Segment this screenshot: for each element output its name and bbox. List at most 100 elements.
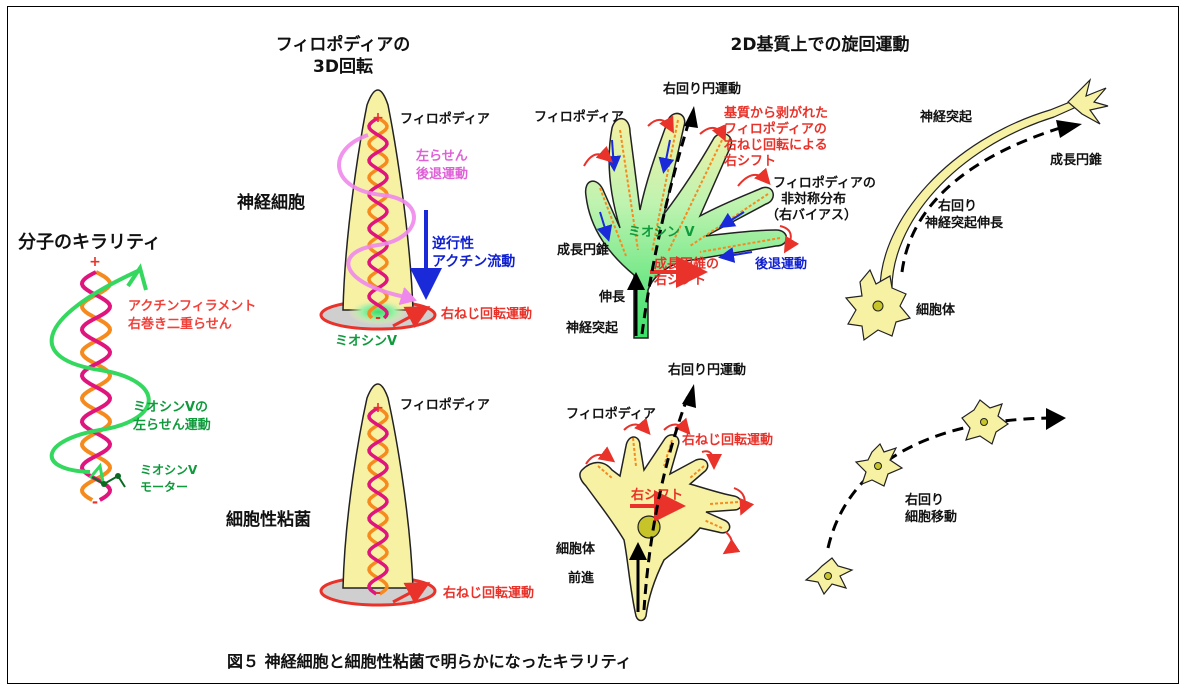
peeled-label-4: 右シフト <box>723 153 776 169</box>
neuron-filopodium <box>319 89 442 331</box>
actin-strand-magenta <box>79 270 113 502</box>
filopodia-3d-heading-2: 3D回転 <box>313 56 373 77</box>
slime-path-arrowhead <box>682 384 696 408</box>
actin-double-helix <box>79 270 113 502</box>
neuron-filopodia-label: フィロポディア <box>400 111 490 127</box>
migration-label-2: 細胞移動 <box>905 509 957 525</box>
slime-rot-arrow-4 <box>701 450 722 470</box>
growth-cone-label: 成長円錐 <box>557 242 609 258</box>
motor-label-2: モーター <box>140 480 188 494</box>
cone-rot-arrow-3 <box>699 123 727 142</box>
cone-retreat-arrow-4 <box>718 211 745 229</box>
cone-actin-2 <box>619 129 639 251</box>
slime-minus-end: - <box>375 585 381 601</box>
asym-label-3: （右バイアス） <box>766 207 857 223</box>
slime-actin-magenta <box>367 406 389 596</box>
slime-nucleus <box>637 515 661 539</box>
actin-label-1: アクチンフィラメント <box>128 299 256 314</box>
myosin-label-2: 左らせん運動 <box>133 417 211 433</box>
neurite-shaft <box>879 97 1084 293</box>
peeled-label-3: 右ねじ回転による <box>723 137 828 153</box>
right-neurite-dashed <box>900 126 1061 273</box>
cone-retreat-arrow-1 <box>596 211 613 242</box>
slime-cell-body <box>579 434 743 622</box>
cone-shift-label-2: 右シフト <box>653 272 706 288</box>
migration-dashed <box>826 416 1051 549</box>
left-helix-retreat-path <box>337 133 416 300</box>
left-helix-label-1: 左らせん <box>416 148 468 164</box>
neuron-screw-label: 右ねじ回転運動 <box>440 306 532 322</box>
cone-retreat-arrow-3 <box>658 139 675 174</box>
figure-frame <box>7 6 1179 684</box>
right-neurite-label: 神経突起 <box>920 109 973 125</box>
cone-retreat-arrow-5 <box>718 247 753 263</box>
right-neurite-arrowhead <box>1056 120 1082 138</box>
neuron-nucleus <box>872 300 884 312</box>
slime-migration <box>804 399 1066 596</box>
myosin-motor-arrowhead <box>88 462 105 483</box>
growth-cone <box>583 106 800 339</box>
slime-right-shift-label: 右シフト <box>630 487 683 503</box>
slime-rot-arrow-5 <box>733 487 755 516</box>
elongation-label: 伸長 <box>598 289 626 305</box>
cone-path-dashed <box>640 117 692 335</box>
asym-label-1: フィロポディアの <box>773 175 876 191</box>
filopodia-3d-heading-1: フィロポディアの <box>276 34 410 55</box>
slime-filopodia-cone-label: フィロポディア <box>566 406 656 422</box>
neuron-actin-magenta <box>367 116 389 320</box>
cone-rot-arrow-2 <box>647 115 674 134</box>
retrograde-label-1: 逆行性 <box>432 235 474 252</box>
myosin-v-label: ミオシンV <box>335 334 397 349</box>
slime-rot-arrow-1 <box>585 446 616 465</box>
slime-screw-label: 右ねじ回転運動 <box>442 585 534 601</box>
actin-label-2: 右巻き二重らせん <box>127 316 232 332</box>
neurite-label: 神経突起 <box>566 320 619 336</box>
slime-path-dashed <box>642 395 690 611</box>
right-growth-cone <box>1067 78 1109 125</box>
cone-myosin-label: ミオシン V <box>628 225 695 240</box>
cone-path-arrowhead <box>684 106 698 128</box>
left-helix-label-2: 後退運動 <box>416 166 468 182</box>
cone-actin-6 <box>699 237 781 253</box>
cone-rot-arrow-1 <box>583 145 613 167</box>
cone-clockwise-label: 右回り円運動 <box>662 81 741 97</box>
retrograde-label-2: アクチン流動 <box>432 253 515 270</box>
slime-filopodium-body <box>342 383 414 589</box>
neuron-heading: 神経細胞 <box>237 192 305 213</box>
myosin-glow <box>348 299 408 325</box>
cell-body-label: 細胞体 <box>916 302 956 318</box>
slime-actin-1 <box>597 465 613 479</box>
cone-actin-1 <box>599 187 627 257</box>
right-clockwise-label-2: 神経突起伸長 <box>925 215 1004 231</box>
slime-actin-orange <box>367 406 389 596</box>
neuron-filopodium-body <box>342 89 414 311</box>
slime-screw-arrow <box>392 582 431 605</box>
molecular-chirality-heading: 分子のキラリティ <box>18 232 161 253</box>
slime-cell <box>579 384 755 622</box>
migrating-nucleus-3 <box>980 418 988 426</box>
slime-screw-rotation-label: 右ねじ回転運動 <box>681 432 773 448</box>
right-clockwise-label-1: 右回り <box>937 198 977 214</box>
migrating-nucleus-1 <box>824 572 832 580</box>
myosin-motor-icon <box>91 473 126 488</box>
slime-filopodium <box>319 383 437 607</box>
neuron-plus-end: + <box>372 110 384 126</box>
migration-label-1: 右回り <box>904 492 944 508</box>
slime-clockwise-label: 右回り円運動 <box>667 362 746 378</box>
migration-arrowhead <box>1046 408 1066 430</box>
neuron-minus-end: - <box>375 310 381 326</box>
cone-filopodia-label: フィロポディア <box>534 109 624 125</box>
peeled-label-1: 基質から剥がれた <box>723 105 828 121</box>
peeled-label-2: フィロポディアの <box>724 121 827 137</box>
cone-rot-arrow-4 <box>737 167 771 187</box>
asym-label-2: 非対称分布 <box>781 191 846 207</box>
cone-rot-arrow-5 <box>779 225 800 254</box>
left-helix-arrowhead <box>398 287 417 305</box>
slime-rot-arrow-2 <box>623 417 651 436</box>
slime-actin-4 <box>689 465 705 479</box>
slime-actin-3 <box>663 439 673 467</box>
slime-plus-end: + <box>372 400 384 416</box>
slime-actin-6 <box>703 519 723 529</box>
slime-forward-label: 前進 <box>568 570 594 586</box>
right-growth-cone-label: 成長円錐 <box>1050 152 1102 168</box>
